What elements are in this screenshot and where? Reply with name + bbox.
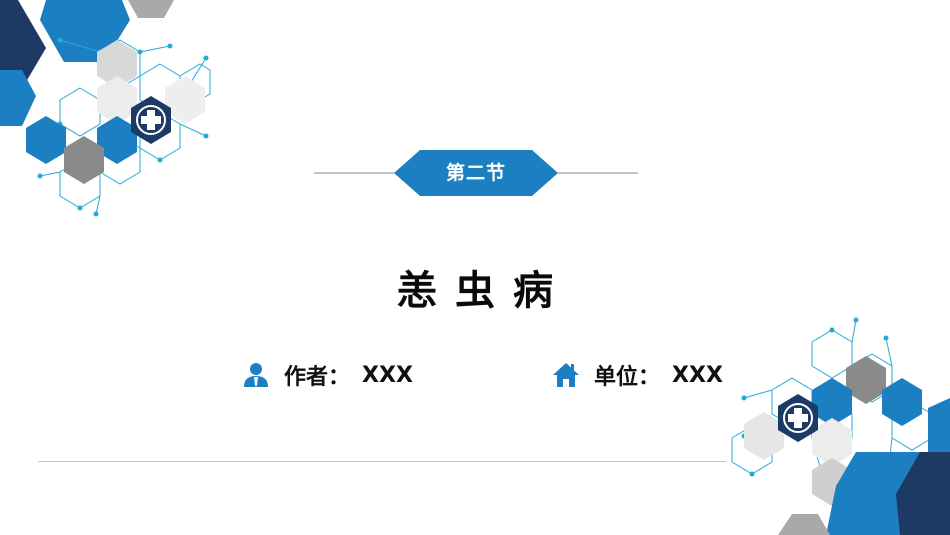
hex-light-gray <box>97 76 137 124</box>
badge-shape <box>394 150 558 196</box>
author-label: 作者： <box>284 365 351 390</box>
hex-gray <box>846 356 886 404</box>
corner-dark-shape <box>896 452 950 535</box>
corner-dark-shape <box>0 0 46 92</box>
corner-blue-shape <box>0 70 36 126</box>
hex-blue <box>26 116 66 164</box>
author-value: XXX <box>362 362 413 388</box>
home-icon <box>553 363 579 387</box>
hex-light-gray <box>744 412 784 460</box>
person-icon <box>244 363 268 387</box>
unit-value: XXX <box>672 362 723 388</box>
medical-cross-ring <box>136 105 166 135</box>
unit-label: 单位： <box>594 365 661 390</box>
hex-light-gray <box>812 418 852 466</box>
hex-light-gray <box>97 40 137 88</box>
hex-blue <box>882 378 922 426</box>
unit-line: 单位： XXX <box>552 357 723 393</box>
hex-blue <box>812 378 852 426</box>
corner-blue-shape <box>928 398 950 452</box>
hex-blue <box>97 116 137 164</box>
bottom-divider <box>38 461 726 462</box>
hex-light-gray <box>165 76 205 124</box>
corner-gray-shape <box>778 514 830 535</box>
page-title: 恙虫病 <box>397 268 571 314</box>
author-line: 作者： XXX <box>242 357 413 393</box>
section-label: 第二节 <box>445 162 506 184</box>
medical-cross-ring <box>783 403 813 433</box>
hex-gray <box>64 136 104 184</box>
corner-gray-shape <box>128 0 174 18</box>
